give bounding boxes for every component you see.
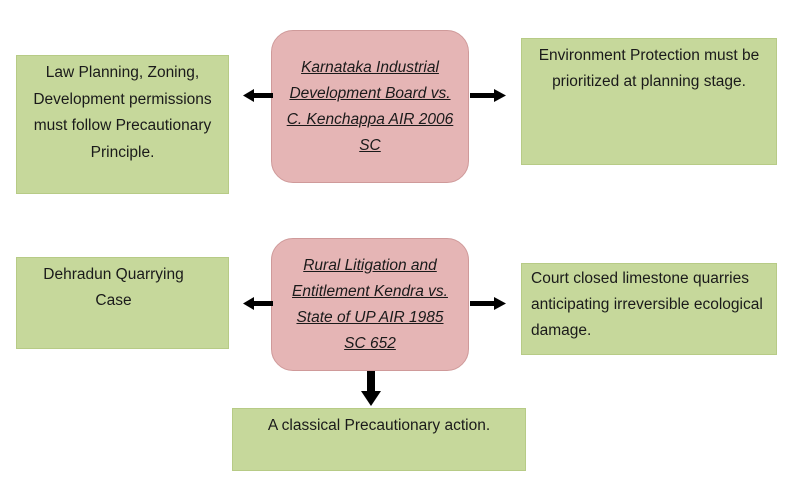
arrow-left-bottom bbox=[243, 297, 273, 310]
principle-text: Law Planning, Zoning, Development permis… bbox=[33, 64, 212, 161]
limestone-text: Court closed limestone quarries anticipa… bbox=[531, 270, 763, 339]
case-title-kenchappa: Karnataka Industrial Development Board v… bbox=[286, 58, 454, 154]
arrow-down bbox=[361, 371, 381, 406]
arrow-right-top bbox=[470, 89, 506, 102]
case-box-rlek: Rural Litigation and Entitlement Kendra … bbox=[271, 238, 469, 371]
planning-stage-box: Environment Protection must be prioritiz… bbox=[521, 38, 777, 165]
principle-box: Law Planning, Zoning, Development permis… bbox=[16, 55, 229, 194]
case-box-kenchappa: Karnataka Industrial Development Board v… bbox=[271, 30, 469, 183]
arrow-right-bottom bbox=[470, 297, 506, 310]
precautionary-action-box: A classical Precautionary action. bbox=[232, 408, 526, 471]
case-title-rlek: Rural Litigation and Entitlement Kendra … bbox=[292, 256, 448, 352]
limestone-box: Court closed limestone quarries anticipa… bbox=[521, 263, 777, 355]
dehradun-text: Dehradun Quarrying Case bbox=[43, 266, 184, 309]
arrow-left-top bbox=[243, 89, 273, 102]
dehradun-box: Dehradun Quarrying Case bbox=[16, 257, 229, 349]
precautionary-action-text: A classical Precautionary action. bbox=[267, 417, 491, 434]
planning-stage-text: Environment Protection must be prioritiz… bbox=[538, 47, 760, 90]
